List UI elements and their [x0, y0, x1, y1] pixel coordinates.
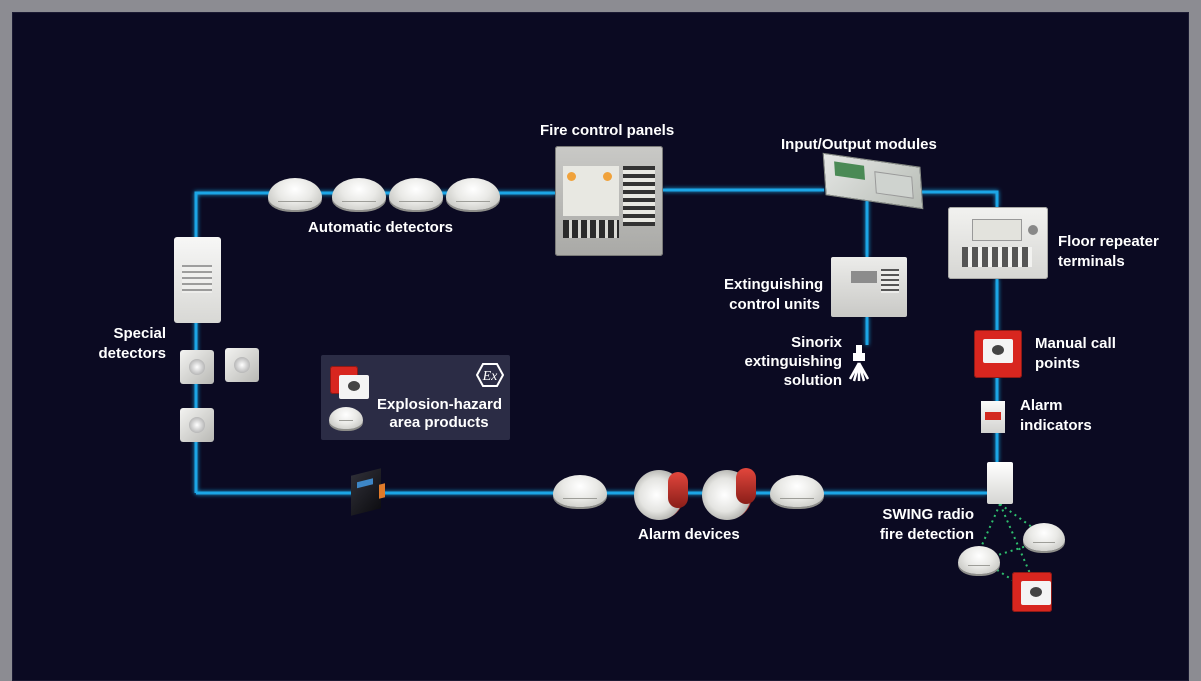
- sinorix-label-1: Sinorix: [791, 334, 842, 351]
- swing-manual-call-point: [1012, 572, 1052, 612]
- alarm-beacon: [668, 472, 688, 508]
- swing-detector: [958, 546, 1000, 574]
- manual-call-point-device: [974, 330, 1022, 378]
- ex-detector: [329, 407, 363, 429]
- alarm-indicators-label-2: indicators: [1020, 417, 1092, 434]
- swing-label-1: SWING radio: [882, 506, 974, 523]
- automatic-detector: [389, 178, 443, 210]
- ex-manual-call-point: [330, 366, 369, 399]
- swing-gateway-device: [987, 462, 1013, 504]
- special-detector: [180, 350, 214, 384]
- fire-control-panel-device: [555, 146, 663, 256]
- special-detector: [180, 408, 214, 442]
- alarm-indicators-label-1: Alarm: [1020, 397, 1063, 414]
- special-detector-panel: [174, 237, 221, 323]
- alarm-detector: [770, 475, 824, 507]
- manual-call-label-2: points: [1035, 355, 1080, 372]
- extinguishing-label-2: control units: [729, 296, 820, 313]
- svg-text:Ex: Ex: [482, 369, 499, 384]
- alarm-detector: [553, 475, 607, 507]
- manual-call-label-1: Manual call: [1035, 335, 1116, 352]
- swing-detector: [1023, 523, 1065, 551]
- alarm-devices-label: Alarm devices: [638, 526, 740, 543]
- explosion-label-1: Explosion-hazard: [377, 396, 503, 413]
- automatic-detector: [268, 178, 322, 210]
- automatic-detector: [446, 178, 500, 210]
- special-detectors-label-2: detectors: [98, 345, 166, 362]
- floor-repeater-terminal-device: [948, 207, 1048, 279]
- extinguishing-control-unit-device: [831, 257, 907, 317]
- explosion-label-2: area products: [389, 414, 489, 431]
- alarm-beacon: [736, 468, 756, 504]
- special-detectors-label-1: Special: [113, 325, 166, 342]
- explosion-hazard-panel: Explosion-hazard area products: [321, 355, 510, 440]
- floor-repeater-label-2: terminals: [1058, 253, 1125, 270]
- automatic-detector: [332, 178, 386, 210]
- fire-control-panels-label: Fire control panels: [540, 122, 675, 139]
- sinorix-label-3: solution: [783, 372, 842, 389]
- ex-symbol-icon: Ex: [476, 363, 504, 387]
- loop-interface-module: [351, 468, 381, 516]
- input-output-modules-label: Input/Output modules: [781, 136, 937, 153]
- nozzle-icon: [848, 345, 870, 382]
- special-detector: [225, 348, 259, 382]
- automatic-detectors-label: Automatic detectors: [308, 219, 454, 236]
- floor-repeater-label-1: Floor repeater: [1058, 233, 1159, 250]
- sinorix-label-2: extinguishing: [744, 353, 843, 370]
- swing-label-2: fire detection: [879, 526, 974, 543]
- alarm-indicator-device: [981, 401, 1005, 433]
- extinguishing-label-1: Extinguishing: [724, 276, 824, 293]
